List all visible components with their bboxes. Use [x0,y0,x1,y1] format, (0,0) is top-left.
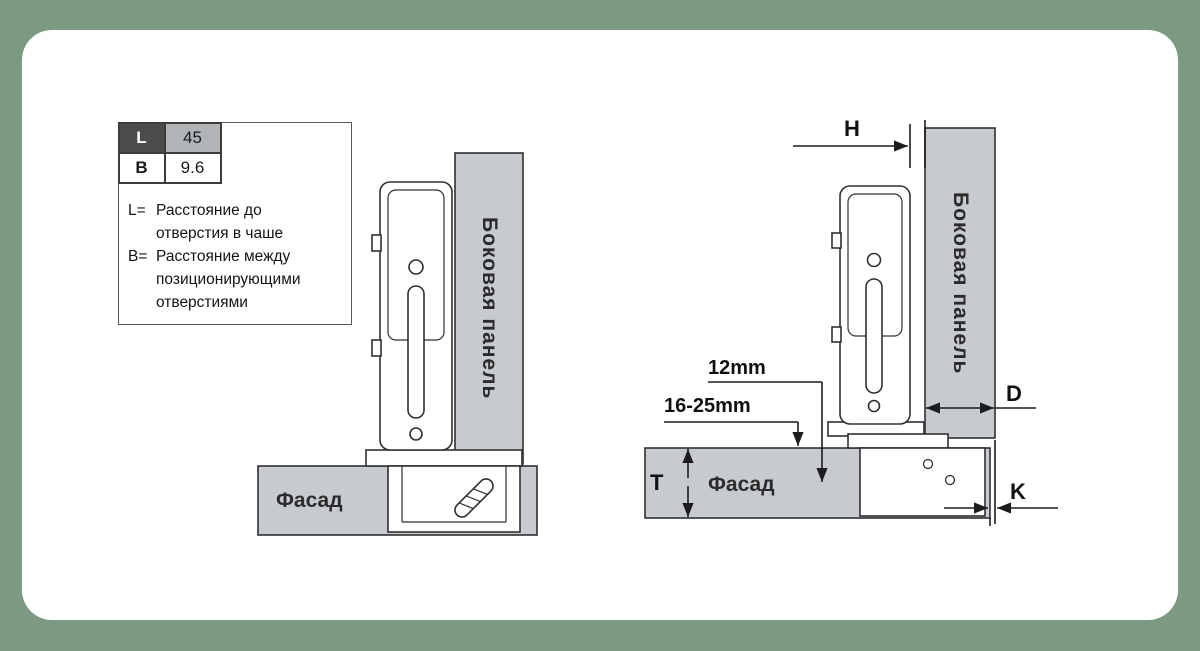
right-side-panel-shape [924,127,996,439]
dim-label-16-25mm: 16-25mm [664,395,751,417]
spec-b-label: B [117,151,166,184]
spec-table: L 45 B 9.6 [117,121,222,184]
right-side-panel-label-wrap: Боковая панель [925,128,995,438]
left-side-panel-label-wrap: Боковая панель [455,153,523,464]
legend-b-prefix: B= [128,248,148,265]
right-side-panel-label: Боковая панель [949,191,972,375]
left-side-panel-label: Боковая панель [478,217,501,400]
legend-item-b: B= Расстояние между позиционирующими отв… [128,245,346,314]
right-facade-label: Фасад [708,473,775,496]
diagram-card: L 45 B 9.6 L= Расстояние до отверстия в … [22,30,1178,620]
cup-screw [454,478,494,518]
dim-label-d: D [1006,381,1022,406]
table-row: L 45 [117,121,222,154]
spec-l-label: L [117,121,166,154]
legend-b-text: Расстояние между позиционирующими отверс… [156,248,301,311]
legend-item-l: L= Расстояние до отверстия в чаше [128,199,346,245]
spec-b-value: 9.6 [163,151,222,184]
legend-l-text: Расстояние до отверстия в чаше [156,202,284,242]
dim-label-t: T [650,470,664,495]
left-hinge-diagram [257,152,538,536]
spec-l-value: 45 [163,121,222,154]
dim-label-12mm: 12mm [708,357,766,379]
dim-label-h: H [844,116,860,141]
legend-box: L 45 B 9.6 L= Расстояние до отверстия в … [117,121,352,325]
right-hinge-diagram [644,127,996,519]
left-side-panel-shape [454,152,524,465]
table-row: B 9.6 [117,151,222,184]
hinge-technical-drawing [257,120,1058,536]
legend-items: L= Расстояние до отверстия в чаше B= Рас… [128,199,346,314]
dimension-lines [664,120,1058,526]
left-facade-label: Фасад [276,489,343,512]
dim-label-k: K [1010,479,1026,504]
legend-l-prefix: L= [128,202,146,219]
